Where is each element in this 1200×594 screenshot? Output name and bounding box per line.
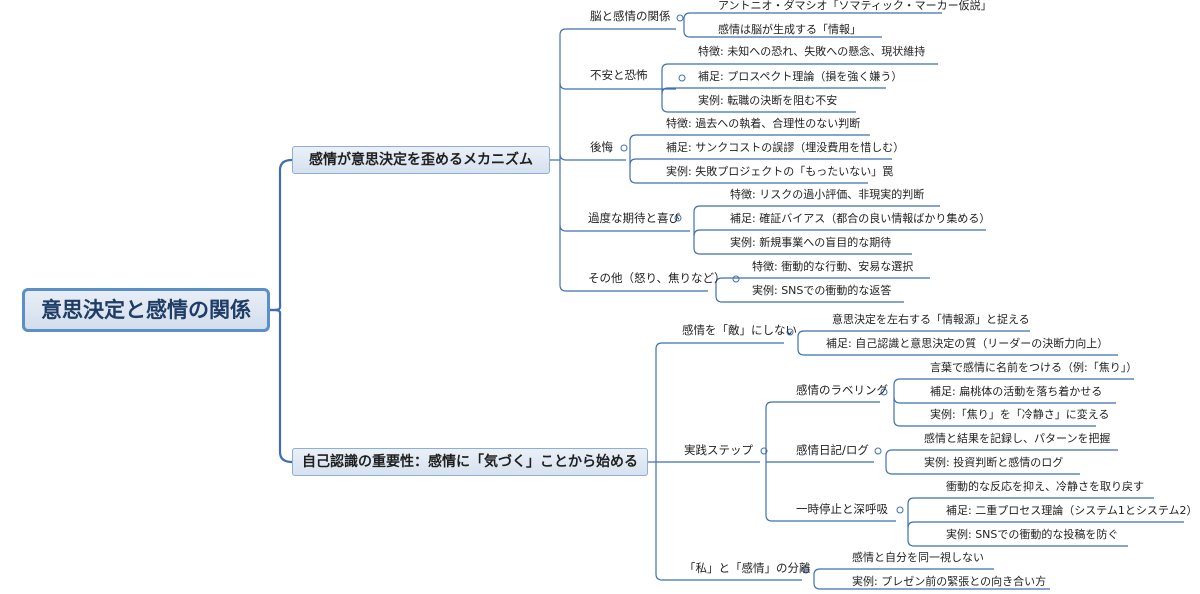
branch-mechanism-box[interactable]: 感情が意思決定を歪めるメカニズム [292, 146, 550, 174]
g-enemy-leaf-0 [797, 330, 1030, 338]
g-enemy-leaf-1 [797, 348, 1118, 356]
leaf-confirmation-bias: 補足: 確証バイアス（都合の良い情報ばかり集める） [730, 212, 991, 225]
leaf-anxiety-trait: 特徴: 未知への恐れ、失敗への懸念、現状維持 [698, 45, 926, 58]
leaf-name-emotion: 言葉で感情に名前をつける（例:「焦り」） [930, 361, 1138, 374]
topic-anxiety-fear[interactable]: 不安と恐怖 [590, 68, 648, 82]
topic-not-enemy[interactable]: 感情を「敵」にしない [682, 323, 797, 337]
g-pause-leaf-2 [907, 539, 1128, 547]
g-steps-arm-0 [765, 401, 880, 409]
topic-brain-emotion[interactable]: 脳と感情の関係 [590, 9, 671, 23]
b1-arm-0 [559, 28, 676, 36]
b2-arm-0 [655, 342, 784, 350]
b1-arm-2 [559, 153, 626, 161]
leaf-somatic-marker: アントニオ・ダマシオ「ソマティック・マーカー仮説」 [718, 0, 992, 12]
leaf-not-identify: 感情と自分を同一視しない [852, 551, 984, 564]
leaf-amygdala: 補足: 扁桃体の活動を落ち着かせる [930, 385, 1103, 398]
g-regret-leaf-0 [629, 134, 870, 142]
b1-arm-3 [559, 224, 690, 232]
collapse-toggle-icon[interactable] [674, 214, 682, 222]
leaf-sns-reply: 実例: SNSでの衝動的な返答 [752, 284, 892, 297]
collapse-toggle-icon[interactable] [874, 447, 882, 455]
leaf-labeling-example: 実例:「焦り」を「冷静さ」に変える [930, 408, 1110, 421]
leaf-expectation-example: 実例: 新規事業への盲目的な期待 [730, 236, 892, 249]
g-anxiety-leaf-0 [661, 63, 938, 71]
leaf-suppress-impulse: 衝動的な反応を抑え、冷静さを取り戻す [946, 480, 1144, 493]
leaf-dual-process: 補足: 二重プロセス理論（システム1とシステム2） [946, 504, 1198, 517]
g-label-leaf-2 [893, 419, 1096, 427]
collapse-toggle-icon[interactable] [896, 506, 904, 514]
g-brain-leaf-0 [683, 12, 942, 20]
topic-regret[interactable]: 後悔 [590, 140, 613, 154]
g-regret-leaf-1 [629, 158, 892, 166]
collapse-toggle-icon[interactable] [676, 14, 684, 22]
g-log-leaf-1 [885, 467, 1080, 475]
leaf-investment-log: 実例: 投資判断と感情のログ [924, 456, 1064, 469]
collapse-toggle-icon[interactable] [620, 144, 628, 152]
g-log-leaf-0 [885, 449, 1118, 457]
leaf-self-awareness-quality: 補足: 自己認識と意思決定の質（リーダーの決断力向上） [826, 337, 1109, 350]
g-brain-leaf-1 [683, 30, 882, 38]
g-label-leaf-1 [893, 396, 1116, 404]
topic-other-emotions[interactable]: その他（怒り、焦りなど） [588, 271, 726, 285]
root-node[interactable]: 意思決定と感情の関係 [22, 288, 270, 332]
g-expect-leaf-0 [693, 205, 940, 213]
leaf-presentation-nerves: 実例: プレゼン前の緊張との向き合い方 [852, 575, 1047, 588]
collapse-toggle-icon[interactable] [732, 275, 740, 283]
group-pause-breathe[interactable]: 一時停止と深呼吸 [796, 502, 888, 516]
b1-arm-1 [559, 82, 676, 90]
leaf-record-pattern: 感情と結果を記録し、パターンを把握 [924, 432, 1111, 445]
g-sep-leaf-0 [813, 568, 994, 576]
g-regret-leaf-2 [629, 176, 868, 184]
collapse-toggle-icon[interactable] [678, 74, 686, 82]
collapse-toggle-icon[interactable] [880, 388, 888, 396]
g-other-leaf-0 [715, 277, 930, 285]
g-sep-leaf-1 [813, 582, 1050, 590]
branch-self-awareness-box[interactable]: 自己認識の重要性：感情に「気づく」ことから始める [292, 448, 648, 476]
g-anxiety-leaf-2 [661, 105, 856, 113]
topic-practice-steps[interactable]: 実践ステップ [684, 443, 753, 457]
leaf-prospect-theory: 補足: プロスペクト理論（損を強く嫌う） [698, 70, 903, 83]
g-anxiety-leaf-1 [661, 87, 886, 95]
collapse-toggle-icon[interactable] [802, 566, 810, 574]
collapse-toggle-icon[interactable] [786, 328, 794, 336]
g-other-leaf-1 [715, 295, 904, 303]
g-steps-arm-2 [765, 514, 896, 522]
leaf-sunk-cost: 補足: サンクコストの誤謬（埋没費用を惜しむ） [666, 141, 905, 154]
leaf-prevent-sns-post: 実例: SNSでの衝動的な投稿を防ぐ [946, 528, 1119, 541]
g-label-leaf-0 [893, 378, 1134, 386]
topic-expectation-joy[interactable]: 過度な期待と喜び [588, 211, 680, 225]
leaf-regret-trait: 特徴: 過去への執着、合理性のない判断 [666, 117, 861, 130]
group-emotion-log[interactable]: 感情日記/ログ [796, 443, 869, 457]
leaf-information-source: 意思決定を左右する「情報源」と捉える [832, 313, 1030, 326]
g-pause-leaf-1 [907, 521, 1184, 529]
leaf-impulsive-trait: 特徴: 衝動的な行動、安易な選択 [752, 260, 914, 273]
g-expect-leaf-1 [693, 229, 986, 237]
g-pause-leaf-0 [907, 497, 1154, 505]
root-connector-upper [269, 158, 293, 312]
leaf-expectation-trait: 特徴: リスクの過小評価、非現実的判断 [730, 188, 925, 201]
b1-arm-4 [559, 284, 708, 292]
group-labeling[interactable]: 感情のラベリング [796, 383, 888, 397]
topic-self-emotion-separation[interactable]: 「私」と「感情」の分離 [684, 561, 811, 575]
root-connector-lower [269, 308, 293, 464]
g-expect-leaf-2 [693, 247, 912, 255]
leaf-regret-example: 実例: 失敗プロジェクトの「もったいない」罠 [666, 165, 894, 178]
leaf-emotion-information: 感情は脳が生成する「情報」 [718, 23, 861, 36]
b2-arm-2 [655, 573, 802, 581]
leaf-anxiety-example: 実例: 転職の決断を阻む不安 [698, 94, 838, 107]
